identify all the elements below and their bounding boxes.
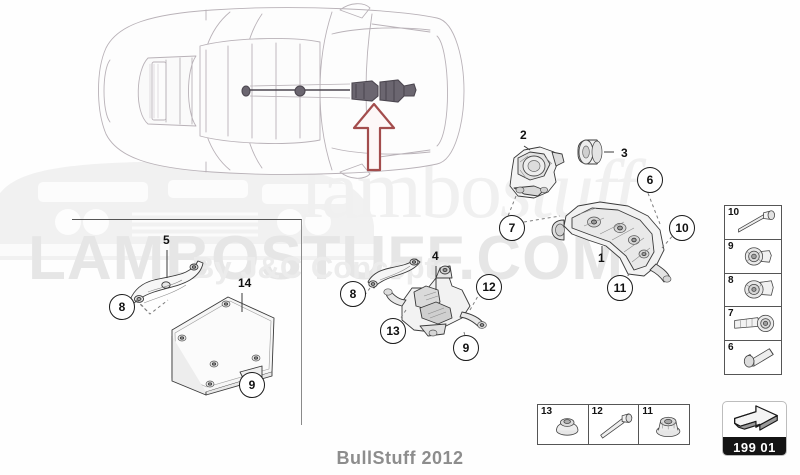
flange-nut-bolt-icon [744,247,772,266]
part-4-gearbox-mount-carrier [383,265,487,337]
callout-support-strut-bracket[interactable]: 5 [163,233,170,247]
legend-cell-12-number: 12 [591,406,603,417]
callout-bolt-callout-6[interactable]: 6 [637,167,663,193]
legend-cell-10-number: 10 [728,207,740,218]
legend-cell-9[interactable]: 9 [725,240,781,274]
part-2-engine-mount-bracket [509,146,565,199]
callout-gearbox-mount-carrier[interactable]: 4 [432,249,439,263]
part-3-rubber-bushing [577,139,603,165]
callout-heat-shield-plate[interactable]: 14 [238,276,252,290]
part-14-heat-shield-plate [171,296,275,396]
badge-arrow-area [723,402,786,437]
legend-cell-13-number: 13 [541,406,553,417]
footer-credit: BullStuff 2012 [336,448,464,468]
location-arrow-icon [352,102,396,172]
badge-code-label: 199 01 [723,437,786,455]
legend-cell-11[interactable]: 11 [639,405,689,444]
leader-line-part-2 [523,145,531,151]
flange-head-bolt-icon [744,279,774,299]
long-bolt-icon [599,413,632,439]
part-5-support-strut-bracket [129,260,204,307]
cap-nut-icon [556,418,579,436]
callout-rubber-bushing[interactable]: 3 [621,146,628,160]
legend-cell-13[interactable]: 13 [538,405,589,444]
long-hex-bolt-icon [738,210,775,233]
callout-bolt-callout-8-left[interactable]: 8 [109,294,135,320]
legend-cell-7[interactable]: 7 [725,307,781,342]
callout-bolt-callout-12[interactable]: 12 [476,274,502,300]
part-5b-small-bracket [367,258,421,289]
legend-cell-8-number: 8 [728,274,734,286]
legend-cell-6[interactable]: 6 [725,341,781,374]
part-1-gearbox-support-crossmember [551,201,672,283]
vehicle-shaft-guides [249,83,351,99]
callout-bolt-callout-10[interactable]: 10 [669,215,695,241]
legend-cell-6-number: 6 [728,342,734,354]
diagram-group-badge[interactable]: 199 01 [722,401,787,456]
stud-with-flange-nut-icon [734,315,775,333]
callout-nut-callout-9-mid[interactable]: 9 [453,335,479,361]
callout-nut-callout-13[interactable]: 13 [380,318,406,344]
legend-cell-9-number: 9 [728,240,734,252]
callout-bolt-callout-8-mid[interactable]: 8 [340,281,366,307]
hardware-legend-vertical: 10 9 [724,205,782,375]
callout-nut-callout-11[interactable]: 11 [607,275,633,301]
legend-cell-10[interactable]: 10 [725,206,781,240]
legend-cell-11-number: 11 [642,406,653,417]
legend-cell-7-number: 7 [728,308,734,320]
callout-bolt-callout-7[interactable]: 7 [499,215,525,241]
left-group-frame [72,219,302,425]
hex-flange-bolt-icon [743,348,774,368]
callout-nut-callout-9-left[interactable]: 9 [239,372,265,398]
legend-cell-12[interactable]: 12 [589,405,640,444]
callout-engine-mount-bracket[interactable]: 2 [520,128,527,142]
vehicle-driveshaft-detail [241,79,417,103]
hardware-legend-horizontal: 13 12 11 [537,404,690,445]
3d-block-arrow-icon [734,405,778,431]
legend-cell-8[interactable]: 8 [725,274,781,308]
callout-gearbox-support-crossmember[interactable]: 1 [598,251,605,265]
flange-nut-icon [656,416,681,438]
